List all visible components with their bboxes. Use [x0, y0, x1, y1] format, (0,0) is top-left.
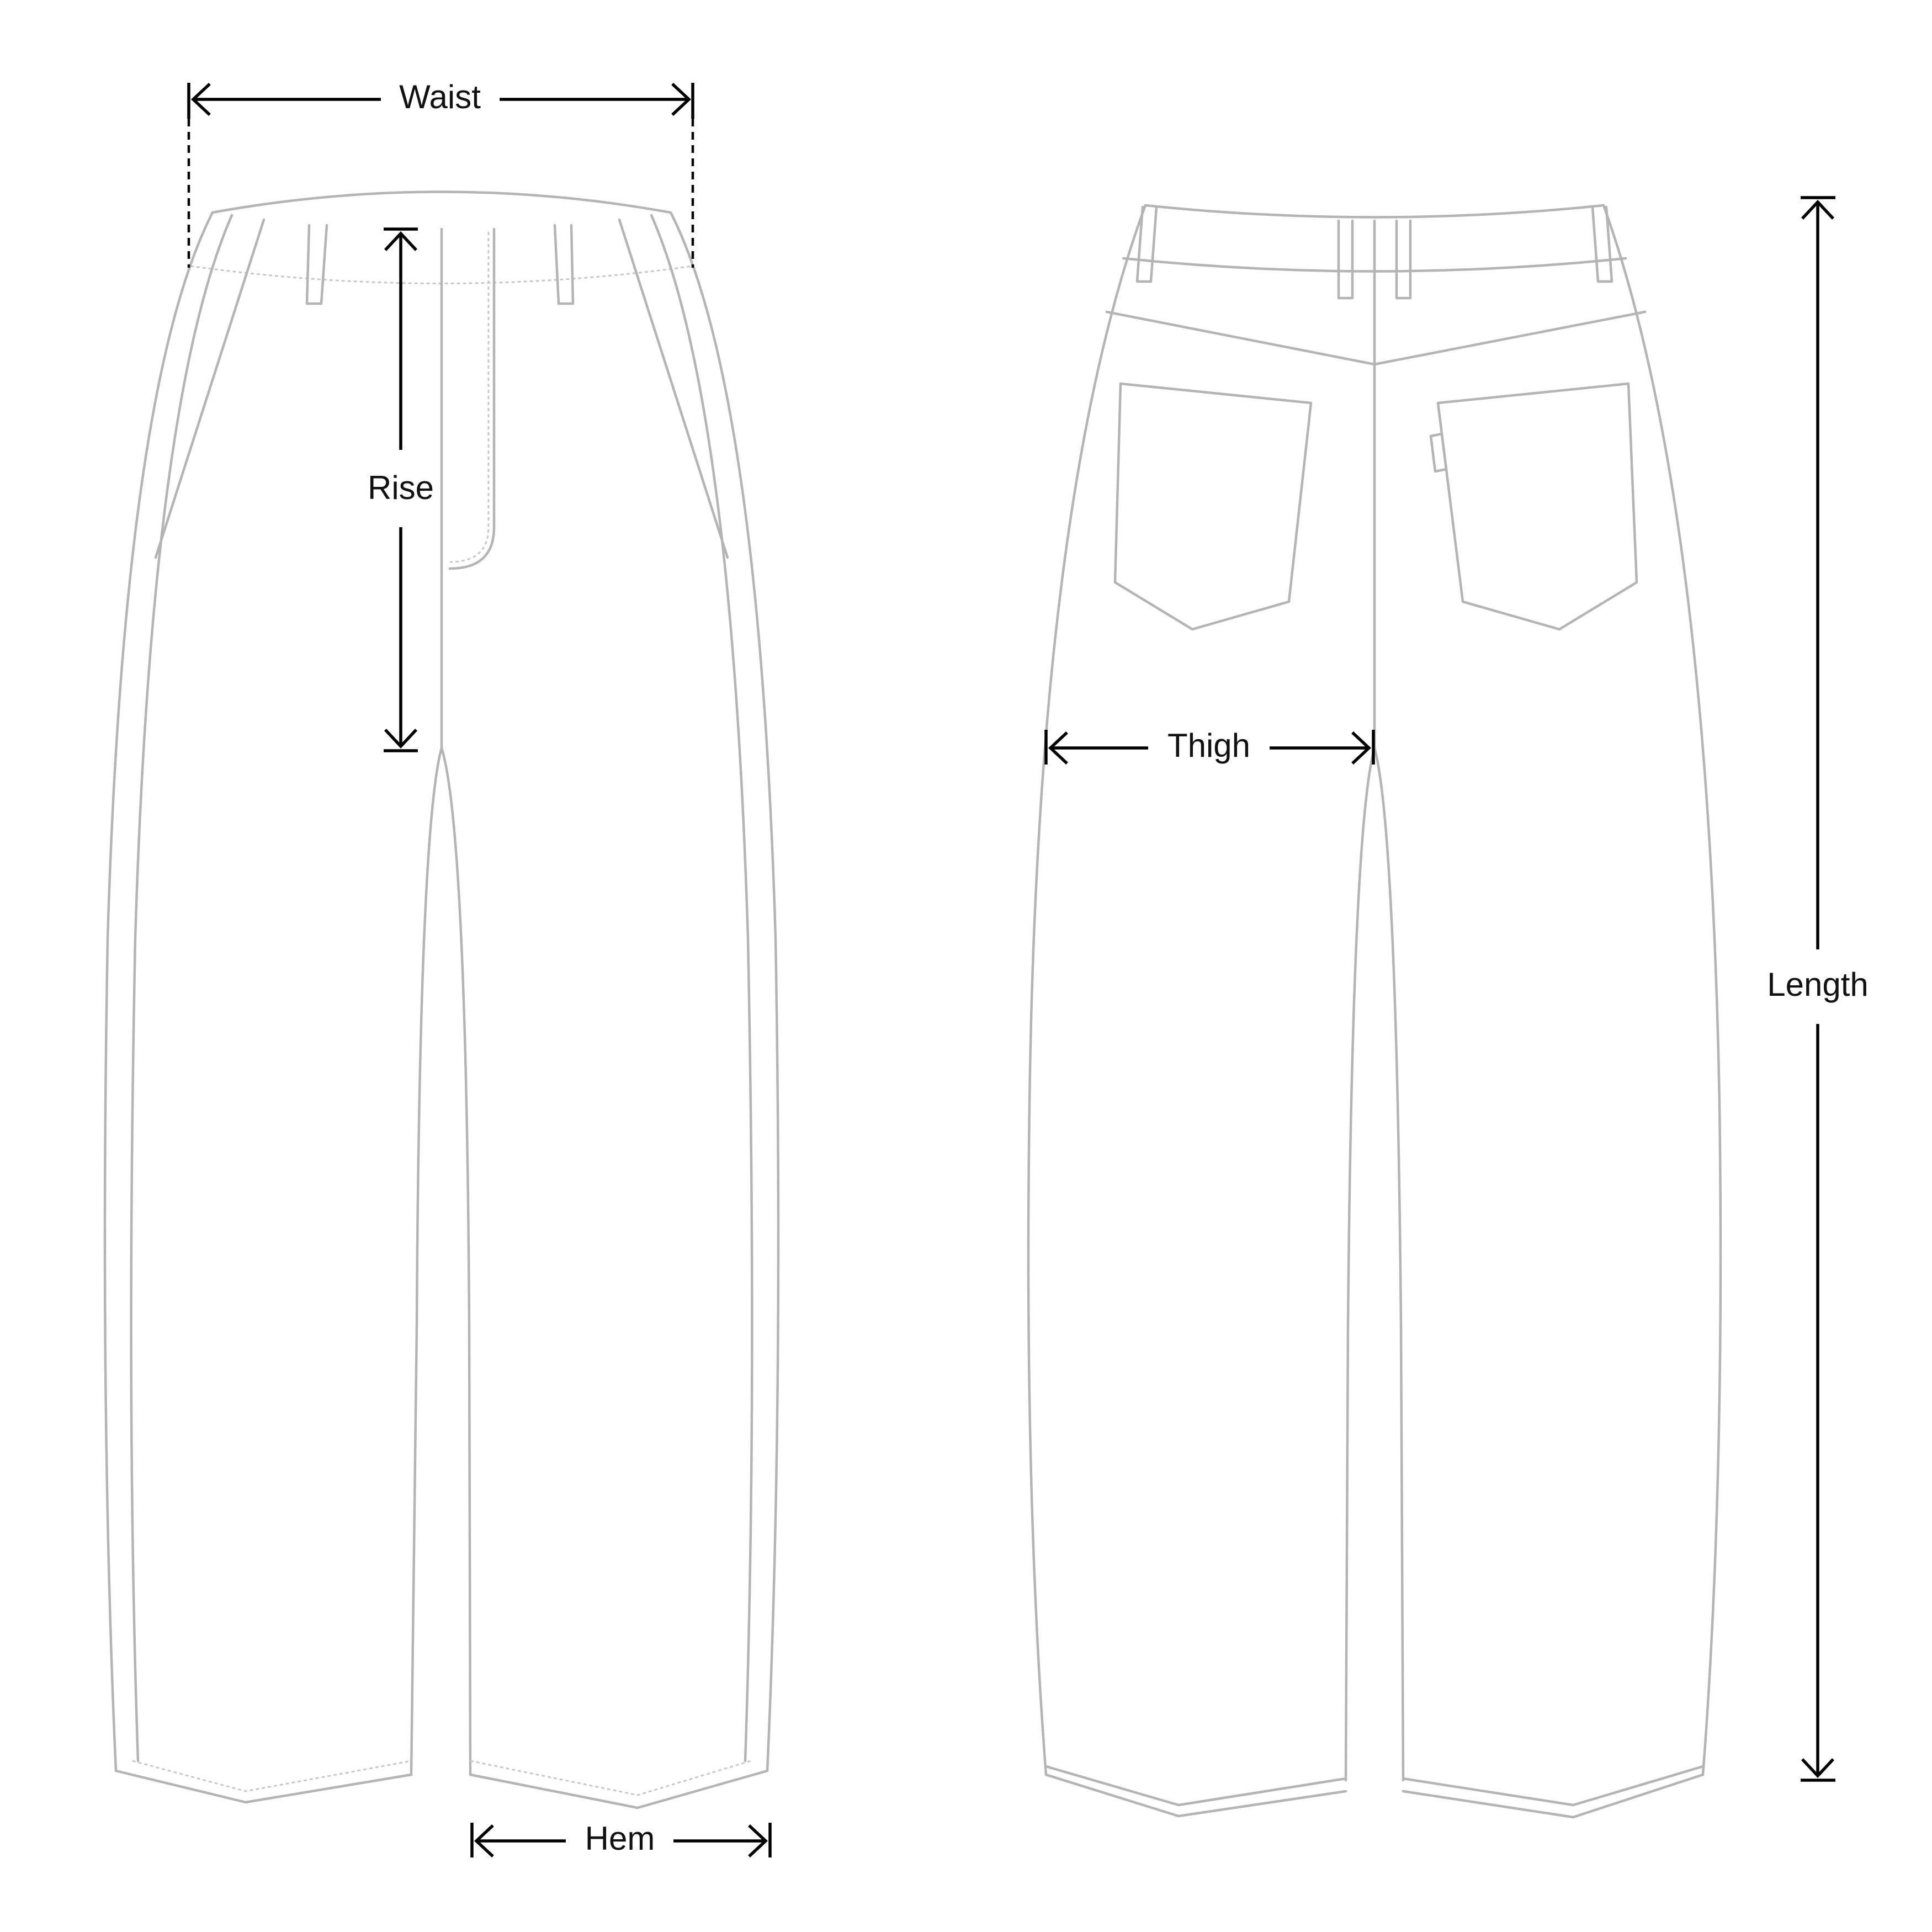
- waist-arrow-right: [671, 82, 692, 116]
- back-right-hem: [1402, 1773, 1705, 1819]
- back-right-outseam: [1602, 204, 1722, 1776]
- thigh-dimension: Thigh: [1044, 727, 1375, 765]
- waist-arrow-left: [190, 82, 211, 116]
- front-view: [103, 190, 780, 1809]
- back-left-pocket: [1113, 382, 1313, 631]
- front-right-hem-stitch: [470, 1760, 751, 1796]
- length-arrow-bottom: [1801, 1758, 1835, 1779]
- back-right-hem-upper: [1402, 1765, 1705, 1807]
- front-belt-loop-2: [553, 224, 575, 305]
- rise-label: Rise: [368, 469, 434, 506]
- back-right-inseam: [1373, 746, 1405, 1782]
- front-left-hem: [114, 1769, 413, 1804]
- front-right-outseam-inner: [650, 214, 753, 1763]
- hem-arrow-right: [748, 1824, 768, 1858]
- front-left-inseam: [410, 746, 443, 1776]
- back-belt-loop-4: [1591, 205, 1613, 283]
- front-fly: [448, 227, 496, 570]
- rise-arrow-bottom: [384, 729, 418, 749]
- front-belt-loop-1: [305, 224, 328, 305]
- back-label-tab: [1429, 432, 1448, 473]
- front-left-pocket: [154, 218, 266, 559]
- hem-arrow-left: [474, 1824, 494, 1858]
- front-right-inseam: [440, 746, 472, 1776]
- waist-dimension: Waist: [187, 78, 694, 268]
- front-fly-stitch: [449, 232, 490, 563]
- back-right-pocket: [1436, 382, 1638, 631]
- thigh-label: Thigh: [1167, 727, 1250, 764]
- hem-label: Hem: [585, 1820, 655, 1857]
- back-view: [1027, 204, 1722, 1819]
- front-left-outseam: [103, 211, 214, 1772]
- back-belt-loop-1: [1135, 205, 1158, 283]
- back-belt-loop-3: [1395, 219, 1412, 300]
- front-waistband-top: [211, 190, 672, 214]
- back-yoke: [1105, 310, 1647, 366]
- length-arrow-top: [1801, 199, 1835, 220]
- back-left-hem: [1044, 1773, 1347, 1818]
- front-right-outseam: [669, 211, 780, 1772]
- back-left-inseam: [1344, 746, 1376, 1782]
- waist-label: Waist: [399, 78, 481, 115]
- front-right-hem: [469, 1769, 769, 1809]
- front-right-pocket: [618, 218, 729, 559]
- back-waistband-top: [1144, 204, 1605, 219]
- back-left-hem-upper: [1044, 1765, 1347, 1807]
- thigh-arrow-right: [1351, 731, 1372, 765]
- back-left-outseam: [1027, 204, 1147, 1776]
- rise-arrow-top: [384, 231, 418, 251]
- front-left-hem-stitch: [132, 1760, 412, 1792]
- hem-dimension: Hem: [470, 1820, 772, 1858]
- front-left-outseam-inner: [130, 214, 233, 1763]
- length-label: Length: [1767, 966, 1869, 1003]
- back-belt-loop-2: [1337, 219, 1354, 300]
- rise-dimension: Rise: [368, 227, 434, 752]
- length-dimension: Length: [1767, 196, 1869, 1782]
- thigh-arrow-left: [1048, 731, 1068, 765]
